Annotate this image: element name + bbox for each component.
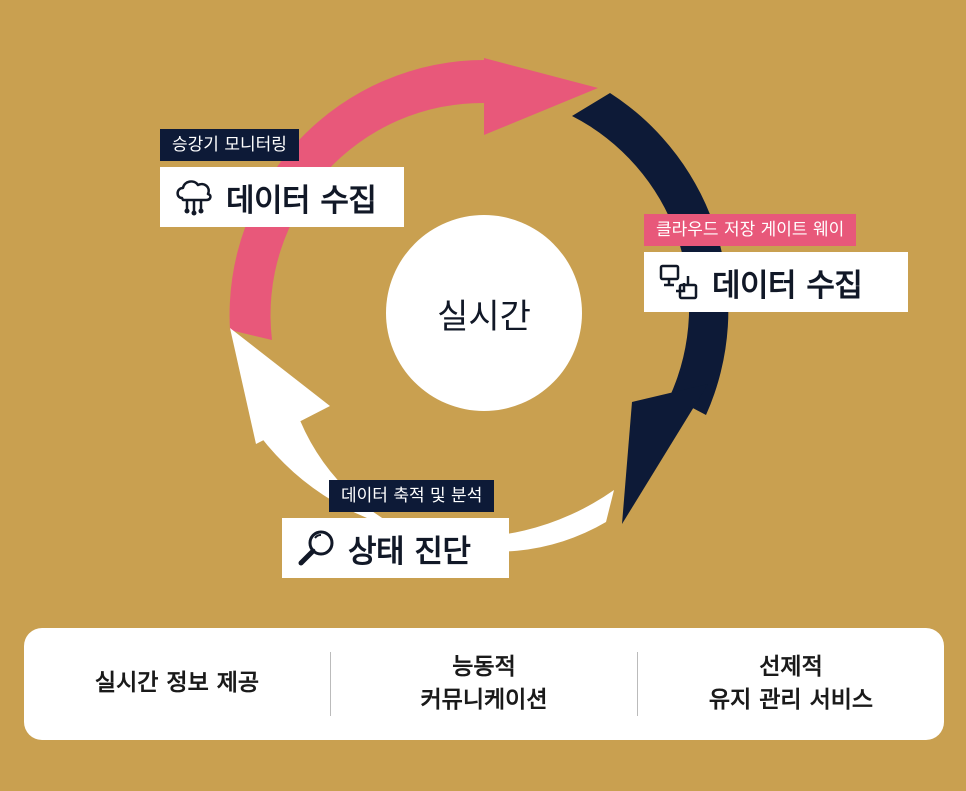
cycle-arrow-navy: [572, 93, 729, 415]
step-1-tag: 승강기 모니터링: [160, 129, 299, 161]
benefit-3-line1: 선제적: [759, 653, 823, 680]
step-3-title: 상태 진단: [348, 533, 471, 570]
divider: [330, 652, 331, 716]
step-3-label: 상태 진단: [282, 518, 509, 578]
step-2-label: 데이터 수집: [644, 252, 908, 312]
benefit-active-communication: 능동적 커뮤니케이션: [331, 628, 637, 740]
cloud-network-icon: [176, 180, 212, 216]
step-2-title: 데이터 수집: [712, 267, 863, 304]
step-2-tag: 클라우드 저장 게이트 웨이: [644, 214, 857, 246]
cycle-arrowhead-white: [230, 328, 330, 444]
benefit-2-line2: 커뮤니케이션: [420, 687, 548, 713]
benefit-1-line1: 실시간 정보 제공: [94, 670, 260, 697]
center-circle: 실시간: [386, 215, 582, 411]
benefit-3-line2: 유지 관리 서비스: [708, 687, 874, 713]
benefit-2-line1: 능동적: [452, 653, 516, 680]
device-connection-icon: [659, 264, 698, 300]
benefits-panel: 실시간 정보 제공 능동적 커뮤니케이션 선제적 유지 관리 서비스: [24, 628, 944, 740]
step-1-title: 데이터 수집: [226, 182, 377, 219]
magnifier-icon: [298, 530, 334, 566]
center-label: 실시간: [437, 296, 531, 337]
divider: [637, 652, 638, 716]
benefit-preventive-maintenance: 선제적 유지 관리 서비스: [638, 628, 944, 740]
step-1-label: 데이터 수집: [160, 167, 404, 227]
cycle-arrowhead-pink: [484, 58, 598, 135]
cycle-arrowhead-navy: [622, 384, 708, 524]
step-3-tag: 데이터 축적 및 분석: [329, 480, 495, 512]
benefit-realtime-info: 실시간 정보 제공: [24, 628, 330, 740]
